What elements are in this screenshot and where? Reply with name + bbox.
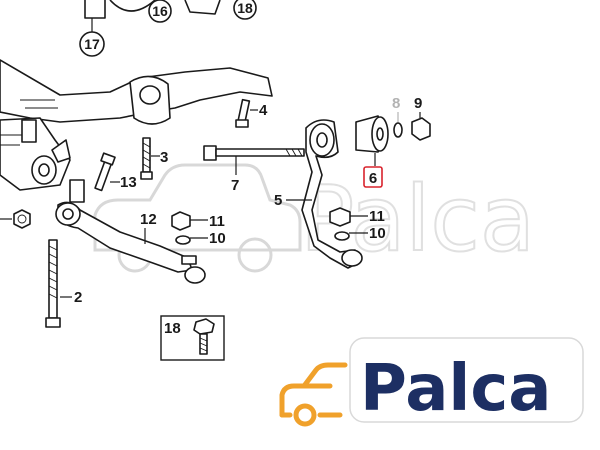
part-washer-8 xyxy=(393,112,403,138)
callout-16-label: 16 xyxy=(152,3,168,19)
part-bushing-6 xyxy=(355,115,389,166)
part-washer-10-left xyxy=(175,235,208,245)
callout-18-top: 18 xyxy=(233,0,257,20)
callout-10-right: 10 xyxy=(369,225,386,242)
callout-9: 9 xyxy=(414,95,422,112)
callout-8: 8 xyxy=(392,95,400,112)
part-bolt-13 xyxy=(94,152,120,192)
callout-12: 12 xyxy=(140,211,157,228)
part-nut-11-right xyxy=(329,207,368,227)
part-bolt-3 xyxy=(140,137,160,180)
callout-7: 7 xyxy=(231,177,239,194)
callout-17: 17 xyxy=(79,18,105,57)
callout-6: 6 xyxy=(369,170,377,187)
part-long-bolt xyxy=(45,239,72,328)
part-bolt-4 xyxy=(235,98,258,128)
callout-6-highlight: 6 xyxy=(363,166,383,188)
part-washer-10-right xyxy=(334,231,368,241)
part-nut-11-left xyxy=(171,211,208,231)
callout-4: 4 xyxy=(259,102,268,119)
callout-11-left: 11 xyxy=(209,213,225,230)
callout-5: 5 xyxy=(274,192,282,209)
part-nut-9 xyxy=(411,112,431,141)
part-screw-18-box: 18 xyxy=(160,315,225,361)
callout-11-right: 11 xyxy=(369,208,385,225)
part-control-arm-12 xyxy=(55,201,206,284)
callout-3: 3 xyxy=(160,149,168,166)
part-nut-left xyxy=(0,209,31,229)
callout-2: 2 xyxy=(74,289,82,306)
palca-logo: Palca xyxy=(279,337,584,427)
part-subframe xyxy=(0,59,273,203)
callout-18-top-label: 18 xyxy=(237,0,253,16)
car-icon xyxy=(279,362,348,427)
part-top-bracket xyxy=(84,0,221,19)
callout-16: 16 xyxy=(148,0,172,23)
callout-17-label: 17 xyxy=(84,36,100,52)
callout-18-box: 18 xyxy=(164,320,181,337)
part-control-arm-5 xyxy=(286,119,363,269)
callout-10-left: 10 xyxy=(209,230,226,247)
part-bolt-7 xyxy=(203,145,305,175)
callout-13: 13 xyxy=(120,174,137,191)
brand-name: Palca xyxy=(360,352,551,426)
